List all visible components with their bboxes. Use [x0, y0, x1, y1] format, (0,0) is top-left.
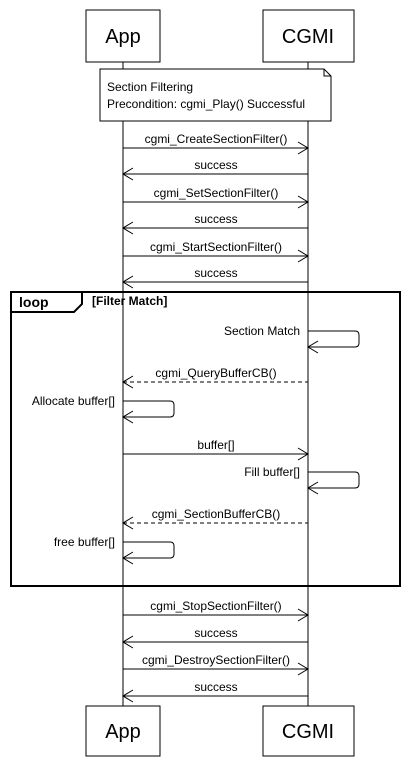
note-line-2: Precondition: cgmi_Play() Successful: [107, 97, 305, 111]
msg-success-2: success: [194, 212, 237, 226]
participant-cgmi-top: CGMI: [262, 9, 355, 63]
precondition-note: Section Filtering Precondition: cgmi_Pla…: [99, 68, 332, 122]
arrow-head: [122, 551, 134, 565]
arrow-head: [122, 167, 134, 181]
arrow-head: [122, 635, 134, 649]
msg-allocate-buffer: Allocate buffer[]: [32, 394, 115, 408]
arrow-head: [122, 375, 134, 389]
participant-app-bottom: App: [85, 705, 161, 757]
arrow-head: [122, 275, 134, 289]
arrow-head: [122, 410, 134, 424]
arrow-head: [307, 481, 319, 495]
arrow-head: [297, 195, 309, 209]
arrow-head: [122, 689, 134, 703]
arrow-head: [297, 608, 309, 622]
msg-section-buffer-cb: cgmi_SectionBufferCB(): [152, 507, 281, 521]
arrow-head: [297, 141, 309, 155]
msg-query-buffer-cb: cgmi_QueryBufferCB(): [155, 366, 276, 380]
loop-label: loop: [19, 294, 49, 310]
arrow-head: [122, 221, 134, 235]
msg-start-section-filter: cgmi_StartSectionFilter(): [150, 240, 282, 254]
msg-success-5: success: [194, 680, 237, 694]
loop-guard: [Filter Match]: [92, 294, 167, 308]
msg-success-4: success: [194, 626, 237, 640]
msg-success-3: success: [194, 266, 237, 280]
msg-success-1: success: [194, 158, 237, 172]
msg-free-buffer: free buffer[]: [54, 535, 115, 549]
participant-cgmi-bottom: CGMI: [262, 705, 355, 757]
msg-set-section-filter: cgmi_SetSectionFilter(): [154, 186, 279, 200]
note-line-1: Section Filtering: [107, 80, 193, 94]
participant-app-label-bottom: App: [105, 721, 141, 743]
participant-app-top: App: [85, 9, 161, 63]
msg-fill-buffer: Fill buffer[]: [244, 465, 300, 479]
msg-buffer: buffer[]: [197, 438, 234, 452]
arrow-head: [122, 516, 134, 530]
arrow-head: [297, 249, 309, 263]
loop-frame: loop [Filter Match]: [10, 291, 401, 587]
arrow-head: [297, 447, 309, 461]
participant-cgmi-label: CGMI: [282, 26, 334, 48]
arrow-head: [297, 662, 309, 676]
arrow-head: [307, 340, 319, 354]
self-arrow-fill-buffer: [308, 471, 360, 489]
self-arrow-allocate: [123, 400, 175, 418]
self-arrow-free-buffer: [123, 541, 175, 559]
msg-create-section-filter: cgmi_CreateSectionFilter(): [145, 132, 288, 146]
participant-app-label: App: [105, 26, 141, 48]
participant-cgmi-label-bottom: CGMI: [282, 721, 334, 743]
msg-destroy-section-filter: cgmi_DestroySectionFilter(): [142, 653, 290, 667]
self-arrow-section-match: [308, 330, 360, 348]
msg-section-match: Section Match: [224, 324, 300, 338]
msg-stop-section-filter: cgmi_StopSectionFilter(): [150, 599, 281, 613]
